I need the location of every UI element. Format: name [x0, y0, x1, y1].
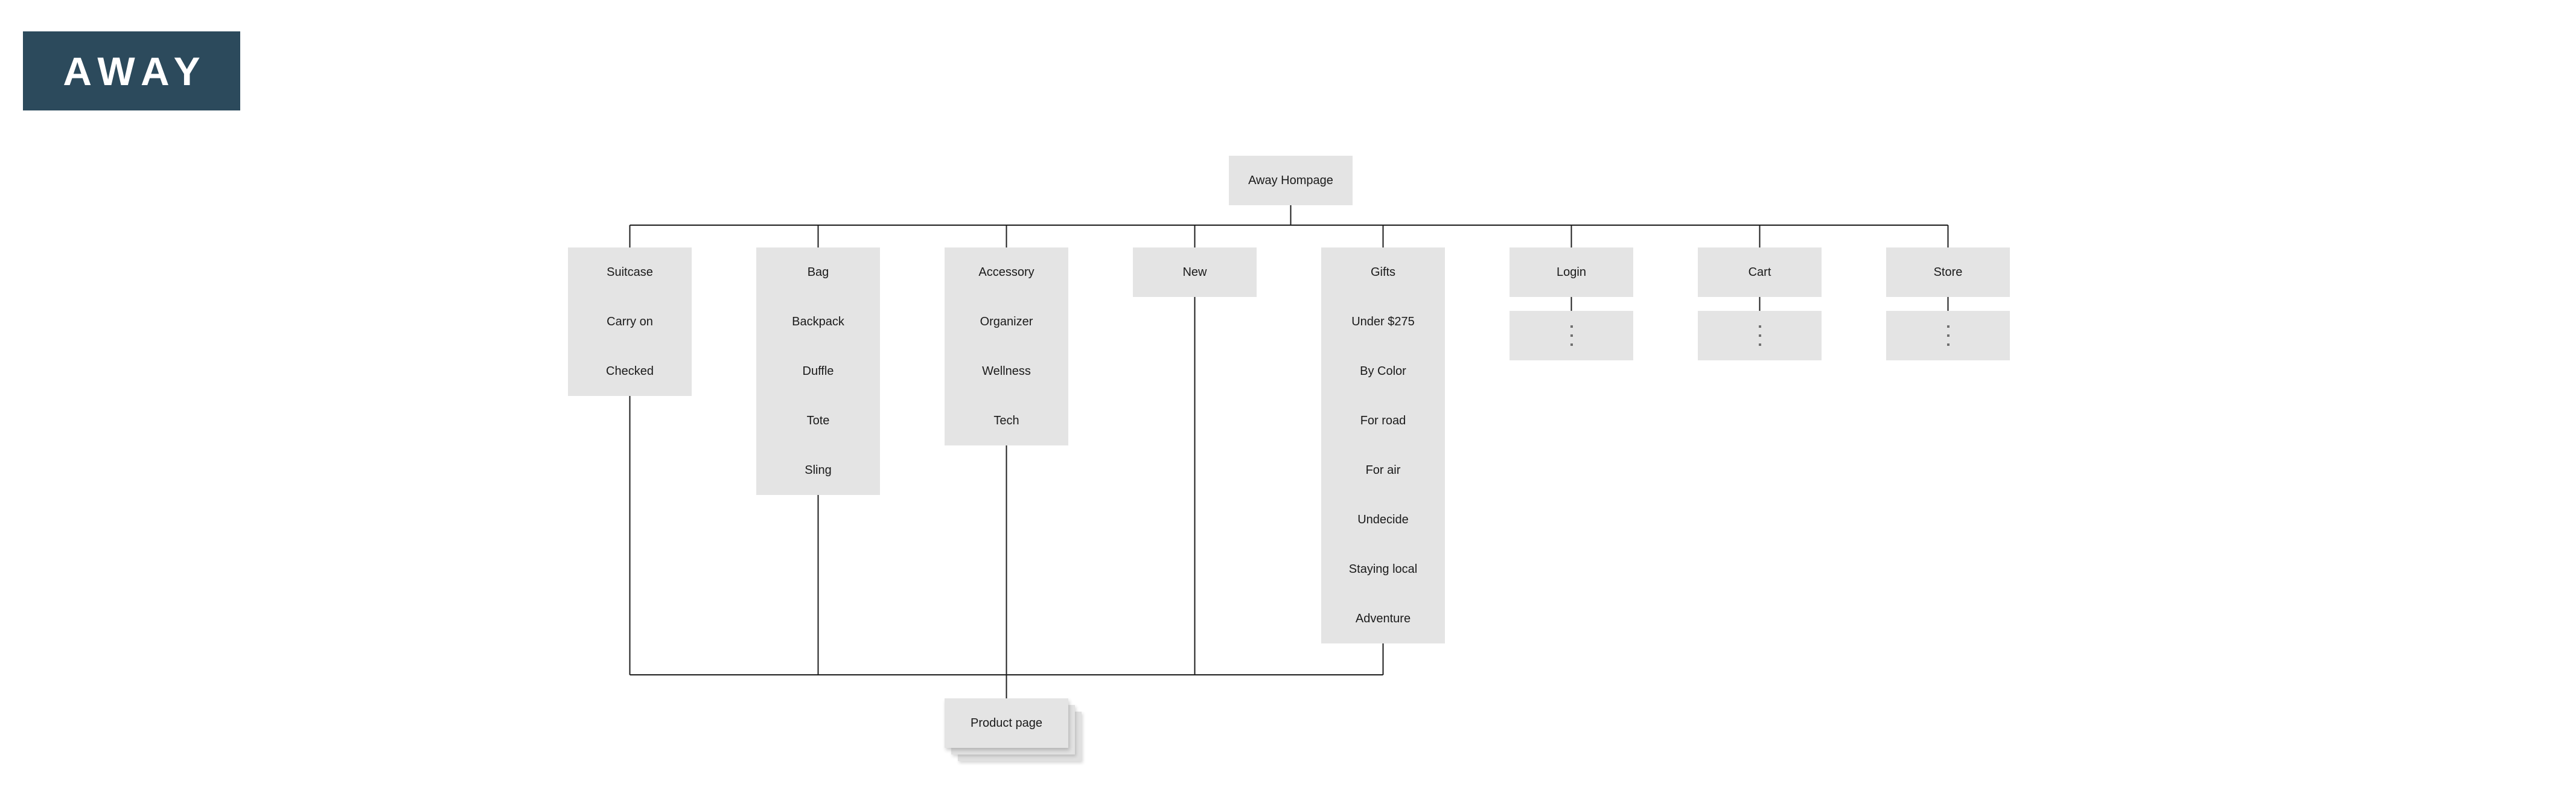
node-organizer[interactable]: Organizer [945, 297, 1068, 346]
node-label: New [1182, 266, 1207, 279]
node-label: Tech [993, 414, 1019, 427]
node-label: Carry on [607, 315, 653, 328]
node-label: Adventure [1355, 612, 1411, 625]
node-label: Product page [971, 716, 1042, 730]
node-store-placeholder[interactable] [1886, 311, 2010, 360]
node-login[interactable]: Login [1510, 247, 1633, 297]
node-label: Login [1557, 266, 1586, 279]
node-label: Staying local [1348, 563, 1418, 576]
node-new[interactable]: New [1133, 247, 1257, 297]
node-checked[interactable]: Checked [568, 346, 692, 396]
node-adventure[interactable]: Adventure [1321, 594, 1445, 643]
node-login-placeholder[interactable] [1510, 311, 1633, 360]
node-product-page-stack[interactable]: Product page [945, 698, 1083, 764]
node-label: Cart [1748, 266, 1771, 279]
ellipsis-dot-icon [1946, 334, 1950, 337]
node-suitcase[interactable]: Suitcase [568, 247, 692, 297]
ellipsis-dot-icon [1946, 343, 1950, 346]
node-for-air[interactable]: For air [1321, 445, 1445, 495]
node-cart[interactable]: Cart [1698, 247, 1822, 297]
node-sling[interactable]: Sling [756, 445, 880, 495]
node-label: Tote [806, 414, 830, 427]
node-wellness[interactable]: Wellness [945, 346, 1068, 396]
node-product-page[interactable]: Product page [945, 698, 1068, 748]
ellipsis-dot-icon [1946, 325, 1950, 328]
node-by-color[interactable]: By Color [1321, 346, 1445, 396]
away-logo: AWAY [23, 31, 240, 110]
node-tote[interactable]: Tote [756, 396, 880, 445]
node-undecide[interactable]: Undecide [1321, 495, 1445, 544]
node-label: For road [1360, 414, 1406, 427]
node-label: Suitcase [607, 266, 653, 279]
ellipsis-dot-icon [1758, 325, 1761, 328]
node-away-hompage[interactable]: Away Hompage [1229, 156, 1353, 205]
node-label: Organizer [980, 315, 1033, 328]
node-label: Checked [606, 365, 654, 378]
node-label: Under $275 [1351, 315, 1415, 328]
node-gifts[interactable]: Gifts [1321, 247, 1445, 297]
node-carry-on[interactable]: Carry on [568, 297, 692, 346]
node-label: Sling [805, 464, 832, 477]
node-label: Store [1933, 266, 1963, 279]
node-tech[interactable]: Tech [945, 396, 1068, 445]
away-wordmark: AWAY [63, 48, 208, 94]
node-label: Undecide [1357, 513, 1409, 526]
node-backpack[interactable]: Backpack [756, 297, 880, 346]
ellipsis-dot-icon [1570, 334, 1573, 337]
node-label: Backpack [792, 315, 844, 328]
node-duffle[interactable]: Duffle [756, 346, 880, 396]
node-staying-local[interactable]: Staying local [1321, 544, 1445, 594]
ellipsis-dot-icon [1570, 325, 1573, 328]
node-store[interactable]: Store [1886, 247, 2010, 297]
node-cart-placeholder[interactable] [1698, 311, 1822, 360]
node-label: Accessory [978, 266, 1035, 279]
node-under-275[interactable]: Under $275 [1321, 297, 1445, 346]
node-label: By Color [1360, 365, 1406, 378]
ellipsis-dot-icon [1570, 343, 1573, 346]
node-accessory[interactable]: Accessory [945, 247, 1068, 297]
node-label: Wellness [982, 365, 1031, 378]
ellipsis-dot-icon [1758, 334, 1761, 337]
node-bag[interactable]: Bag [756, 247, 880, 297]
node-for-road[interactable]: For road [1321, 396, 1445, 445]
node-label: Duffle [802, 365, 834, 378]
node-label: Away Hompage [1248, 174, 1333, 187]
node-label: For air [1365, 464, 1401, 477]
ellipsis-dot-icon [1758, 343, 1761, 346]
node-label: Bag [807, 266, 829, 279]
node-label: Gifts [1370, 266, 1396, 279]
